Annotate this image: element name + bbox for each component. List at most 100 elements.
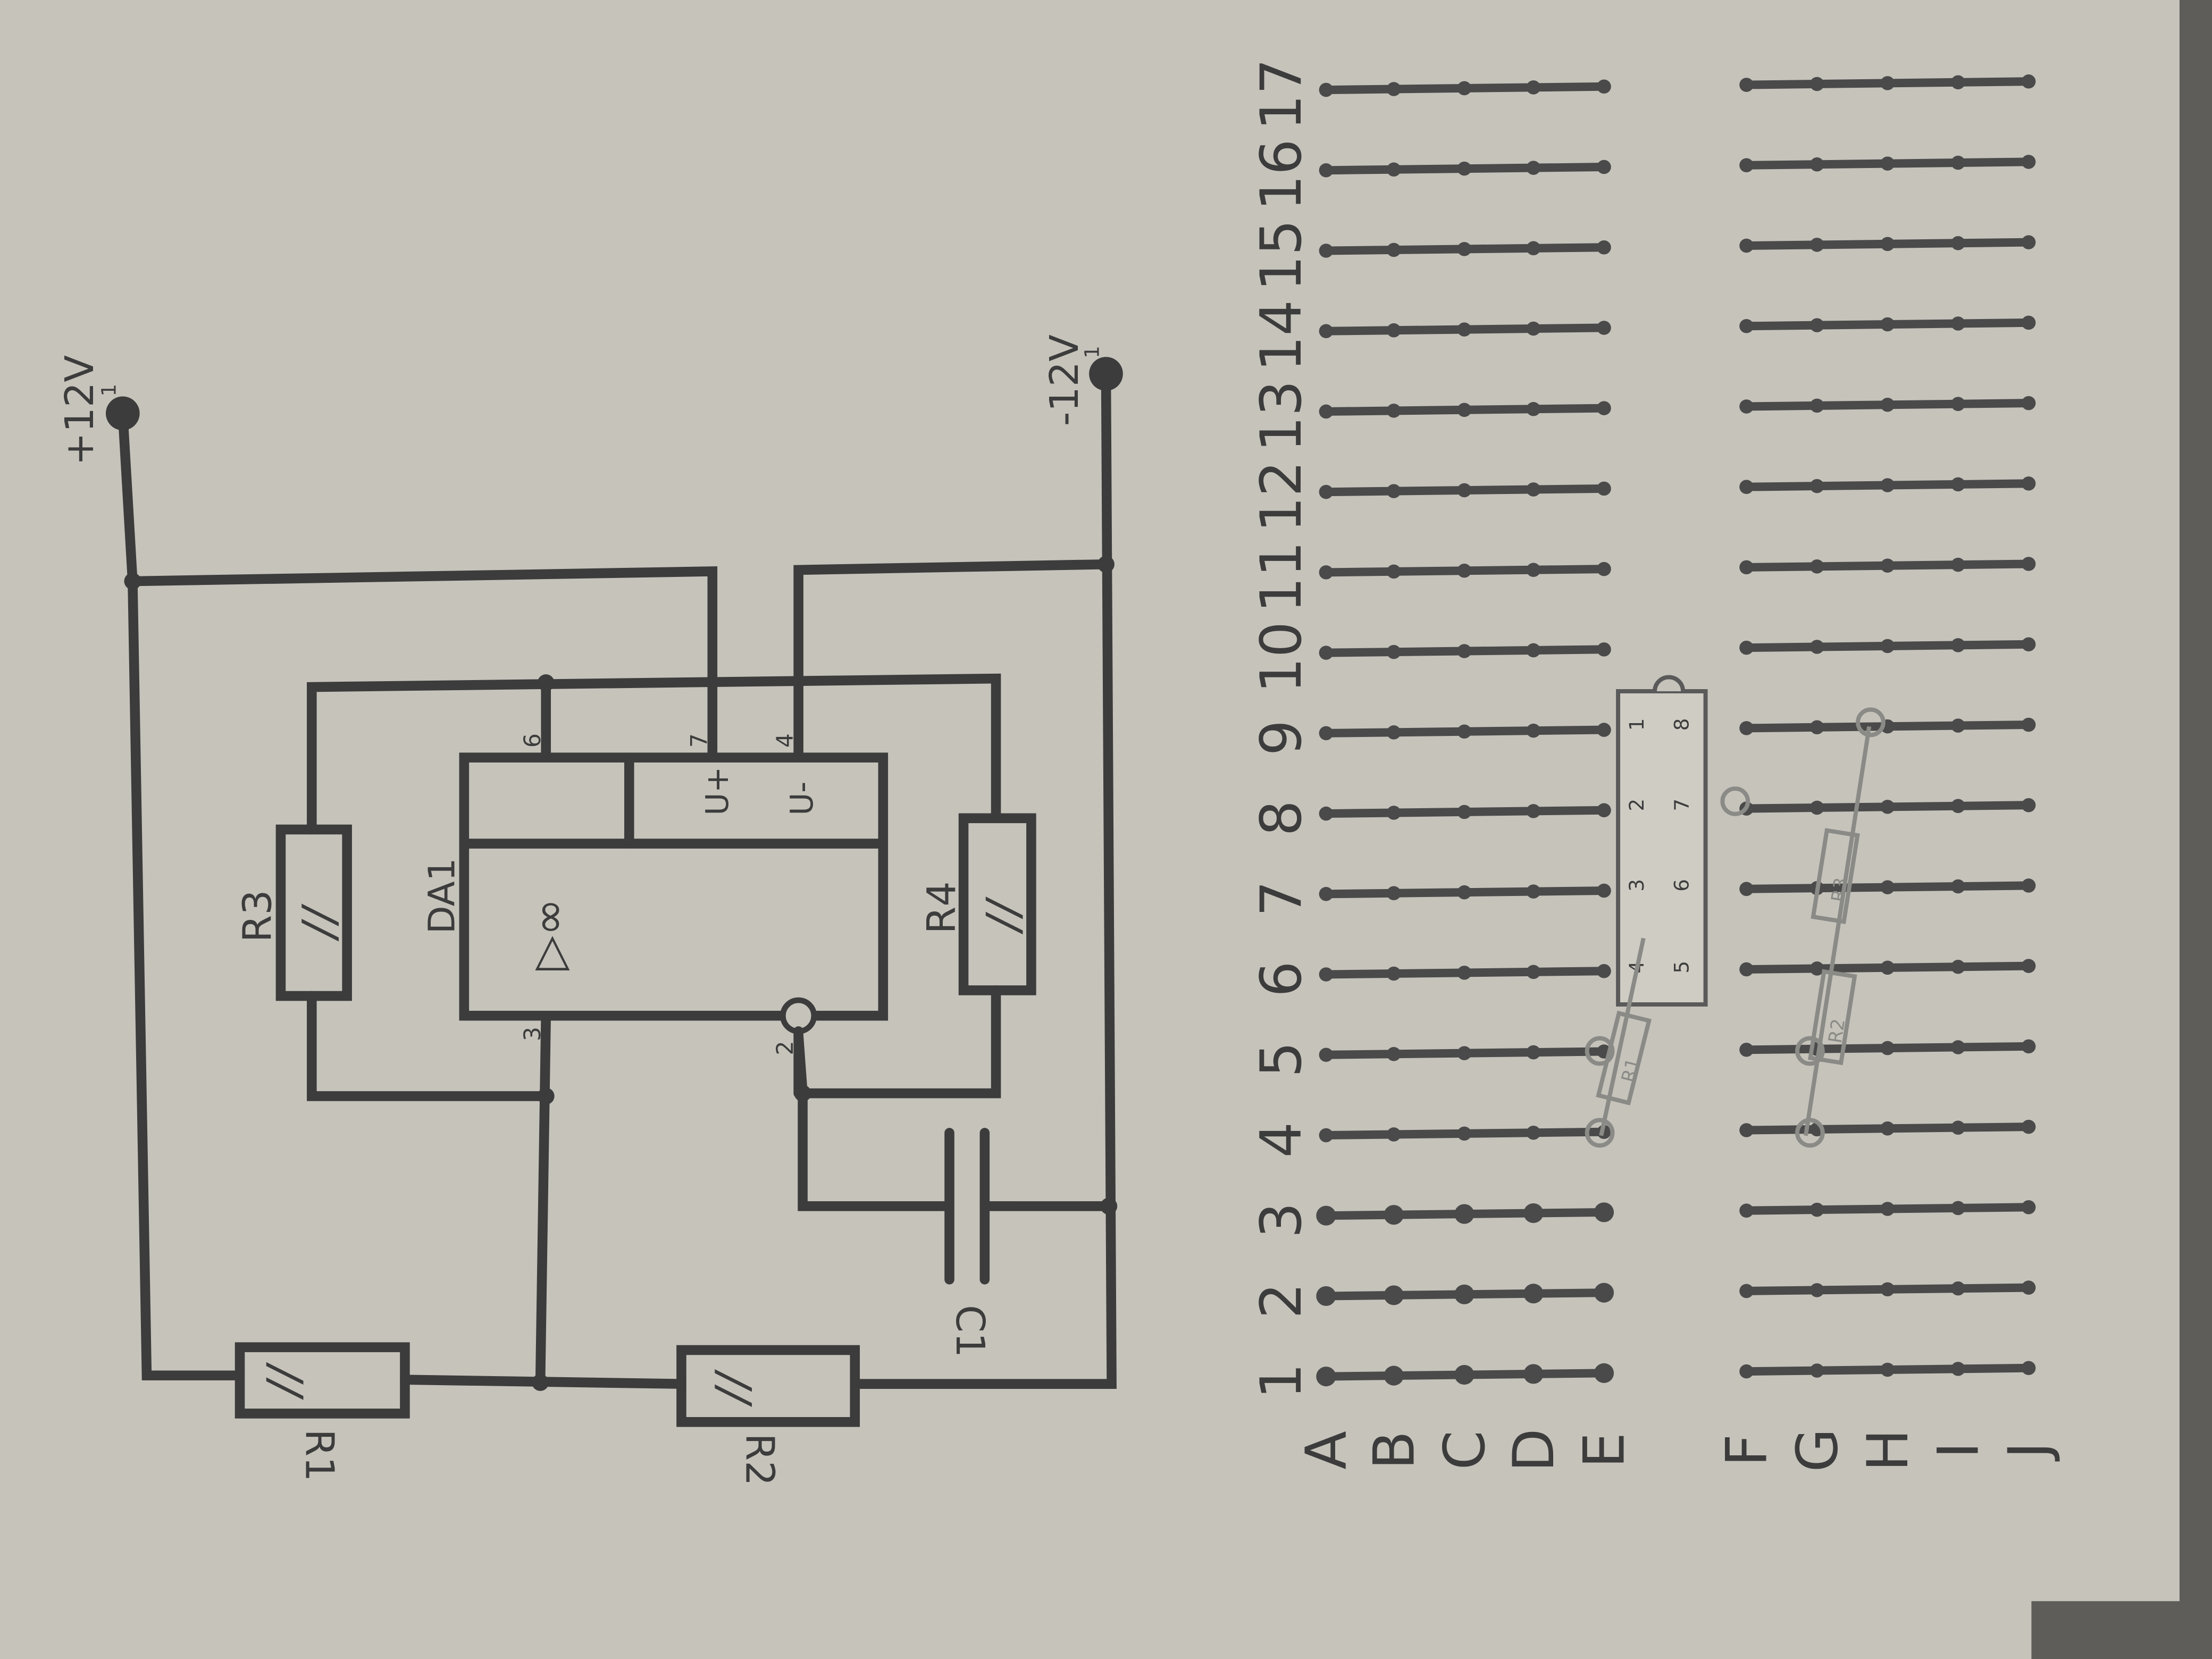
breadboard-column-number: 17 xyxy=(1249,58,1314,130)
breadboard-hole xyxy=(1526,80,1541,95)
pencil-marked-hole xyxy=(1585,1036,1615,1066)
breadboard-hole xyxy=(1526,161,1541,175)
positive-supply-label: +12V xyxy=(56,355,103,466)
breadboard-hole xyxy=(1386,564,1401,579)
breadboard-hole xyxy=(2021,959,2036,973)
breadboard-hole xyxy=(1739,962,1754,977)
breadboard-hole xyxy=(1386,82,1401,96)
opamp-pin-number: 7 xyxy=(686,733,713,748)
breadboard-hole xyxy=(1386,886,1401,901)
breadboard-row-letter: A xyxy=(1294,1431,1360,1470)
breadboard-hole xyxy=(1880,317,1895,332)
breadboard-hole xyxy=(2021,1119,2036,1134)
breadboard-column-number: 16 xyxy=(1249,139,1314,211)
c1-left-wire xyxy=(798,1088,954,1211)
breadboard-hole xyxy=(1319,244,1334,258)
breadboard-hole xyxy=(1951,1040,1965,1054)
breadboard-hole xyxy=(1880,478,1895,492)
breadboard-column-number: 5 xyxy=(1249,1042,1314,1078)
chip-pin-number: 5 xyxy=(1671,961,1694,974)
breadboard-hole xyxy=(1951,799,1965,814)
chip-pin-number: 7 xyxy=(1671,799,1694,811)
resistor-r1-mark: // xyxy=(257,1362,310,1401)
breadboard-hole xyxy=(1594,1283,1614,1303)
breadboard-column-number: 10 xyxy=(1249,622,1314,693)
breadboard-hole xyxy=(1319,565,1334,580)
breadboard-hole xyxy=(1880,76,1895,90)
breadboard-hole xyxy=(1951,236,1965,250)
breadboard-hole xyxy=(1809,398,1824,413)
breadboard-hole xyxy=(1951,477,1965,492)
schematic: +12V 1 // R1 // R2 -12V 1 // R3 xyxy=(56,334,1123,1486)
resistor-r2-label: R2 xyxy=(736,1434,783,1486)
breadboard-hole xyxy=(2021,1280,2036,1295)
noninv-node-wire xyxy=(535,1010,551,1388)
breadboard-column-number: 12 xyxy=(1249,460,1314,532)
resistor-r2-mark: // xyxy=(706,1369,759,1407)
resistor-r3-label: R3 xyxy=(234,890,280,942)
breadboard-hole xyxy=(1386,404,1401,418)
breadboard-hole xyxy=(2021,557,2036,571)
breadboard-hole xyxy=(1386,1127,1401,1142)
breadboard-hole xyxy=(1880,800,1895,814)
breadboard-hole xyxy=(1384,1365,1404,1386)
breadboard-hole xyxy=(1809,77,1824,91)
breadboard-column-number: 9 xyxy=(1249,720,1314,756)
breadboard-row-letter: I xyxy=(1926,1442,1992,1459)
breadboard-hole xyxy=(2021,637,2036,652)
vpos-wire xyxy=(128,566,718,763)
pencil-marked-hole xyxy=(1720,786,1750,816)
breadboard-hole xyxy=(2021,1200,2036,1214)
breadboard-hole xyxy=(1384,1285,1404,1305)
breadboard-hole xyxy=(2021,315,2036,330)
breadboard-hole xyxy=(1951,879,1965,894)
breadboard-hole xyxy=(1526,563,1541,577)
breadboard-hole xyxy=(1526,804,1541,818)
pencil-component-sketch xyxy=(1599,937,1646,1136)
breadboard-hole xyxy=(1386,806,1401,820)
breadboard-hole xyxy=(1880,1121,1895,1136)
breadboard-hole xyxy=(1457,81,1472,96)
breadboard-hole xyxy=(2021,74,2036,89)
pencil-marked-hole xyxy=(1856,707,1886,738)
breadboard-hole xyxy=(1809,720,1824,735)
desk-edge xyxy=(2031,1601,2212,1659)
breadboard-hole xyxy=(1739,480,1754,494)
breadboard-hole xyxy=(1739,1364,1754,1379)
breadboard-column-number: 15 xyxy=(1249,220,1314,291)
breadboard-hole xyxy=(1594,1363,1614,1383)
negative-supply-terminal xyxy=(1089,357,1123,391)
opamp-pin-number: 2 xyxy=(773,1041,799,1055)
breadboard-hole xyxy=(1809,559,1824,574)
breadboard-hole xyxy=(1809,961,1824,976)
breadboard-hole xyxy=(1384,1205,1404,1225)
breadboard-hole xyxy=(1739,319,1754,333)
pencil-marked-hole xyxy=(1795,1036,1825,1066)
chip-outline xyxy=(1616,689,1708,1007)
breadboard-hole xyxy=(2021,717,2036,732)
breadboard-column-number: 7 xyxy=(1249,881,1314,917)
breadboard-column-number: 14 xyxy=(1249,300,1314,372)
breadboard-hole xyxy=(1597,803,1611,818)
chip-pin-number: 8 xyxy=(1671,718,1694,731)
breadboard-hole xyxy=(1319,806,1334,821)
opamp-da1-label: DA1 xyxy=(421,858,463,934)
breadboard-hole xyxy=(1809,1283,1824,1297)
breadboard-hole xyxy=(2021,798,2036,812)
breadboard-hole xyxy=(1457,805,1472,819)
breadboard-hole xyxy=(1597,963,1611,978)
breadboard-hole xyxy=(1809,157,1824,172)
breadboard-hole xyxy=(1809,1363,1824,1378)
r3-right-wire xyxy=(307,673,1001,835)
breadboard-hole xyxy=(1880,1282,1895,1297)
breadboard-hole xyxy=(1319,726,1334,741)
chip-pin-number: 3 xyxy=(1626,879,1648,892)
breadboard-hole xyxy=(1316,1286,1336,1306)
breadboard-hole xyxy=(1880,237,1895,252)
breadboard-hole xyxy=(1319,324,1334,338)
breadboard-column-number: 13 xyxy=(1249,380,1314,452)
breadboard-hole xyxy=(1386,484,1401,498)
opamp-vpos-label: U+ xyxy=(699,767,735,816)
